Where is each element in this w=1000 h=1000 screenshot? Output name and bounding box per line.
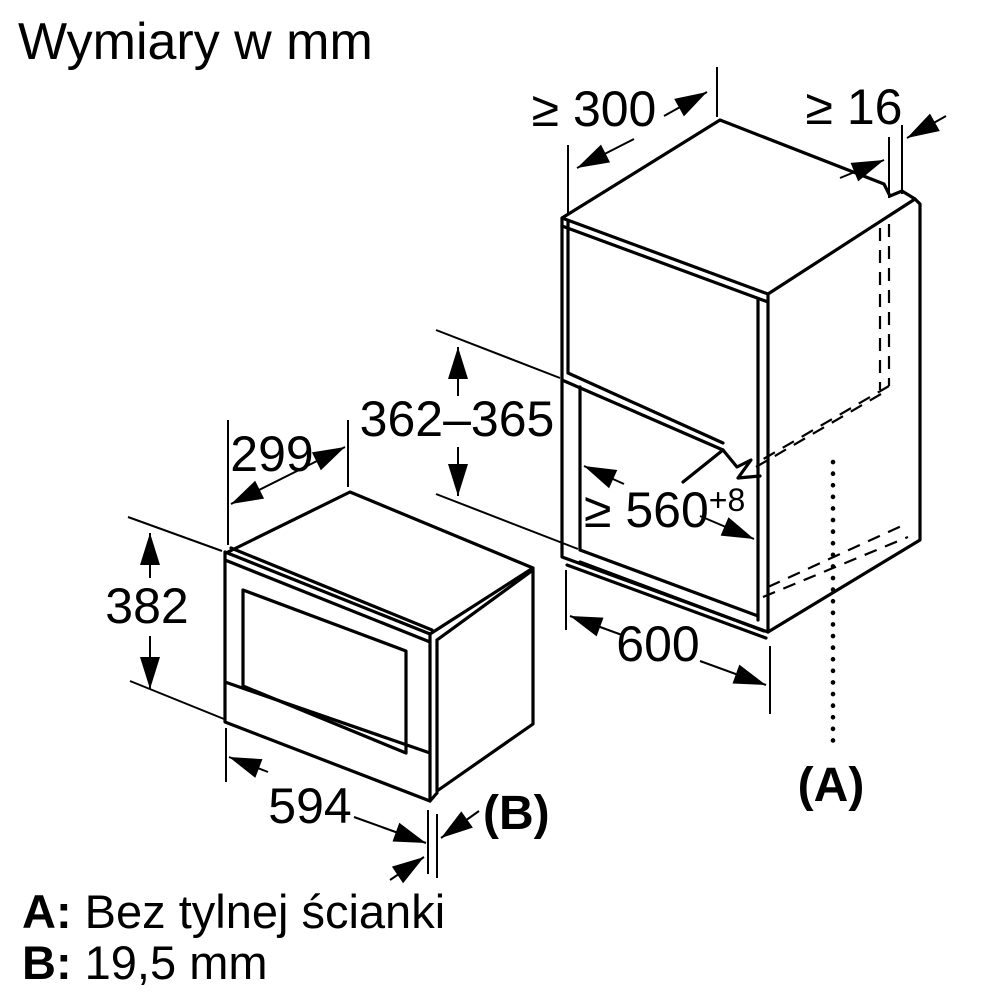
dim-niche-width-arrow-left (583, 465, 625, 489)
dim-door-arrow-left (389, 856, 425, 884)
dim-top-depth-arrow-left (576, 138, 635, 169)
dim-oven-depth-line (230, 446, 346, 505)
dim-wall-thickness: ≥ 16 (806, 79, 947, 198)
legend-text-a: Bez tylnej ścianki (84, 885, 446, 938)
dim-oven-height: 382 (105, 516, 225, 720)
back-wall-reference: (A) (798, 459, 865, 812)
dim-label-bottom-width: 600 (616, 616, 699, 672)
dim-wall-extensions (888, 125, 903, 198)
oven-top-face (228, 492, 533, 634)
dim-bottom-width-arrow-right (699, 660, 767, 686)
dim-oven-width: 594 (225, 728, 427, 844)
legend-text-b: 19,5 mm (84, 936, 268, 989)
oven-door-window (241, 588, 408, 755)
dim-door-protrusion: (B) (389, 787, 550, 884)
dim-oven-width-arrow-right (353, 816, 427, 844)
dim-cabinet-bottom-width: 600 (565, 570, 771, 714)
back-ref-label: (A) (798, 759, 865, 812)
cabinet-right-face (768, 199, 920, 632)
legend-item-b: B: 19,5 mm (22, 937, 445, 988)
dim-top-depth-extensions (567, 67, 718, 215)
dim-label-oven-depth: 299 (230, 426, 313, 482)
niche-break-line (681, 448, 762, 484)
dim-top-depth-arrow-right (663, 91, 708, 117)
dim-label-wall-thickness: ≥ 16 (806, 79, 903, 135)
dim-niche-width: ≥ 560+8 (583, 465, 755, 540)
dim-label-niche-height: 362–365 (360, 391, 555, 447)
dim-cabinet-top-depth: ≥ 300 (532, 67, 718, 215)
dim-label-niche-width: ≥ 560+8 (584, 482, 745, 538)
dim-niche-height: 362–365 (360, 329, 579, 550)
oven-body-path (226, 490, 535, 803)
dim-oven-depth-extensions (227, 420, 349, 545)
dim-label-oven-width: 594 (268, 778, 351, 834)
dim-bottom-width-arrow-left (569, 615, 623, 637)
cabinet-drawing (560, 118, 922, 640)
dim-label-top-depth: ≥ 300 (532, 81, 657, 137)
dim-wall-arrow-inner (839, 159, 885, 182)
dim-niche-width-arrow-right (699, 515, 755, 540)
oven-drawing (223, 490, 535, 803)
legend-item-a: A: Bez tylnej ścianki (22, 886, 445, 937)
legend: A: Bez tylnej ścianki B: 19,5 mm (22, 886, 445, 988)
niche-width-value: ≥ 560 (584, 482, 709, 538)
legend-key-a: A: (22, 885, 72, 938)
dim-label-oven-height: 382 (105, 578, 188, 634)
dim-niche-height-extensions (435, 329, 579, 550)
dim-bottom-width-extensions (565, 570, 771, 714)
dim-door-extensions (427, 810, 438, 878)
dim-door-arrow-right (440, 810, 480, 839)
dim-wall-arrow-outer (906, 113, 947, 139)
oven-right-face (437, 570, 533, 791)
legend-key-b: B: (22, 936, 72, 989)
dim-oven-width-arrow-left (228, 756, 269, 778)
niche-width-tolerance: +8 (709, 482, 745, 518)
door-ref-label: (B) (483, 787, 550, 840)
cabinet-hidden-edges-path (755, 224, 909, 599)
dim-oven-depth: 299 (227, 420, 349, 545)
cabinet-inner-edges-path (560, 197, 917, 640)
page-title: Wymiary w mm (18, 13, 373, 71)
